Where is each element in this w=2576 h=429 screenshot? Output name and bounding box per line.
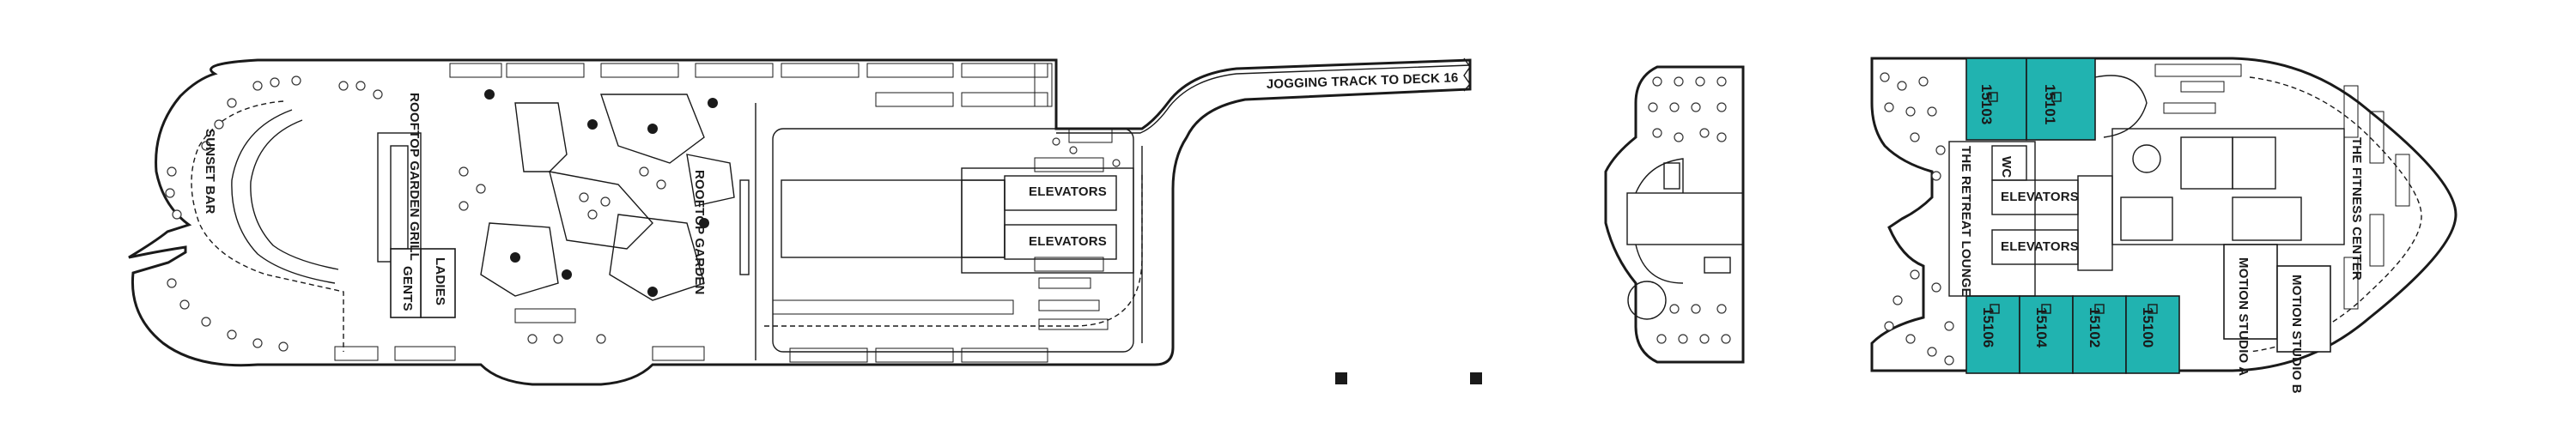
ladies-label: LADIES bbox=[433, 257, 447, 305]
elevator-block-lower bbox=[1004, 224, 1117, 260]
elevators-label-fwd-lower: ELEVATORS bbox=[2001, 239, 2079, 254]
garden-path-6 bbox=[686, 154, 735, 207]
cabin-15104-label: 15104 bbox=[2033, 307, 2050, 348]
midship-round-stair bbox=[1627, 281, 1667, 320]
retreat-lounge-label: THE RETREAT LOUNGE bbox=[1959, 146, 1973, 297]
midship-stairs-lower bbox=[1704, 257, 1731, 274]
midship-section bbox=[1335, 65, 1745, 384]
suite-markers bbox=[1988, 92, 2158, 314]
forward-furniture bbox=[1880, 72, 1954, 366]
fitness-room-2 bbox=[2232, 136, 2276, 190]
cabin-15100-label: 15100 bbox=[2140, 307, 2156, 347]
elevator-lobby bbox=[961, 167, 1134, 274]
motion-studio-b-label: MOTION STUDIO B bbox=[2289, 275, 2304, 394]
lounger-rows-top bbox=[449, 63, 1053, 107]
garden-path-4 bbox=[609, 214, 705, 301]
garden-path-1 bbox=[514, 102, 568, 172]
cabin-15106-label: 15106 bbox=[1980, 307, 1996, 347]
aft-furniture bbox=[165, 76, 1121, 352]
forward-section: 15103 15101 15106 15104 15102 15100 WC T… bbox=[1870, 57, 2458, 394]
wc-label: WC bbox=[1999, 156, 2014, 178]
cabin-15101-label: 15101 bbox=[2042, 84, 2058, 124]
marker-square-left bbox=[1335, 372, 1347, 384]
aft-hull-outline bbox=[128, 58, 1472, 386]
midship-stair-core bbox=[1626, 192, 1744, 245]
plant-markers bbox=[484, 89, 718, 297]
fitness-room-3 bbox=[2120, 196, 2173, 241]
motion-studio-b-room bbox=[2276, 265, 2331, 353]
midship-stair-curve-top bbox=[1635, 158, 1684, 194]
midship-stairs-upper bbox=[1663, 162, 1680, 190]
sunset-bar-counter bbox=[231, 109, 336, 284]
rooftop-garden-label: ROOFTOP GARDEN bbox=[692, 170, 707, 295]
midship-furniture bbox=[1648, 76, 1731, 344]
elevator-block-upper bbox=[1004, 175, 1117, 211]
garden-path-2 bbox=[549, 171, 653, 250]
elevators-label-aft-upper: ELEVATORS bbox=[1029, 184, 1107, 199]
aft-dashed-inner bbox=[764, 172, 1143, 327]
garden-railing bbox=[739, 179, 750, 275]
suite-15103[interactable] bbox=[1965, 57, 2027, 141]
forward-dashed-track bbox=[2249, 76, 2422, 353]
midship-stair-curve-bottom bbox=[1635, 244, 1684, 284]
aft-section: SUNSET BAR ROOFTOP GARDEN GRILL LADIES G… bbox=[128, 57, 1472, 386]
sunset-bar-label: SUNSET BAR bbox=[203, 129, 217, 214]
spiral-stair bbox=[2094, 75, 2148, 138]
elevators-label-aft-lower: ELEVATORS bbox=[1029, 234, 1107, 249]
midship-hull bbox=[1604, 65, 1745, 364]
spiral-stair-round bbox=[2132, 144, 2161, 173]
lounger-rows-bottom bbox=[334, 277, 1109, 363]
fitness-center-label: THE FITNESS CENTER bbox=[2349, 137, 2364, 281]
ladies-room bbox=[420, 248, 456, 318]
fitness-room-4 bbox=[2232, 196, 2302, 241]
marker-square-right bbox=[1470, 372, 1482, 384]
track-end-marker bbox=[1463, 57, 1471, 92]
aft-dashed-track bbox=[191, 100, 344, 352]
gents-label: GENTS bbox=[400, 266, 415, 311]
retreat-lounge-corridor bbox=[1948, 141, 2036, 297]
garden-path-5 bbox=[480, 222, 559, 297]
gents-room bbox=[390, 248, 422, 318]
sunset-bar-counter-inner bbox=[250, 119, 339, 270]
cabin-15102-label: 15102 bbox=[2087, 307, 2103, 347]
fitness-equipment bbox=[2154, 63, 2410, 310]
cabin-15103-label: 15103 bbox=[1978, 84, 1995, 124]
elevators-label-fwd-upper: ELEVATORS bbox=[2001, 190, 2079, 204]
motion-studio-a-label: MOTION STUDIO A bbox=[2236, 257, 2251, 376]
lounger-rows-elevator bbox=[1034, 128, 1113, 272]
suite-15106[interactable] bbox=[1965, 295, 2020, 374]
jogging-track-line bbox=[1056, 64, 1471, 134]
suite-15100[interactable] bbox=[2125, 295, 2180, 374]
garden-path-3 bbox=[600, 94, 705, 164]
rooftop-garden-grill-label: ROOFTOP GARDEN GRILL bbox=[407, 93, 422, 261]
